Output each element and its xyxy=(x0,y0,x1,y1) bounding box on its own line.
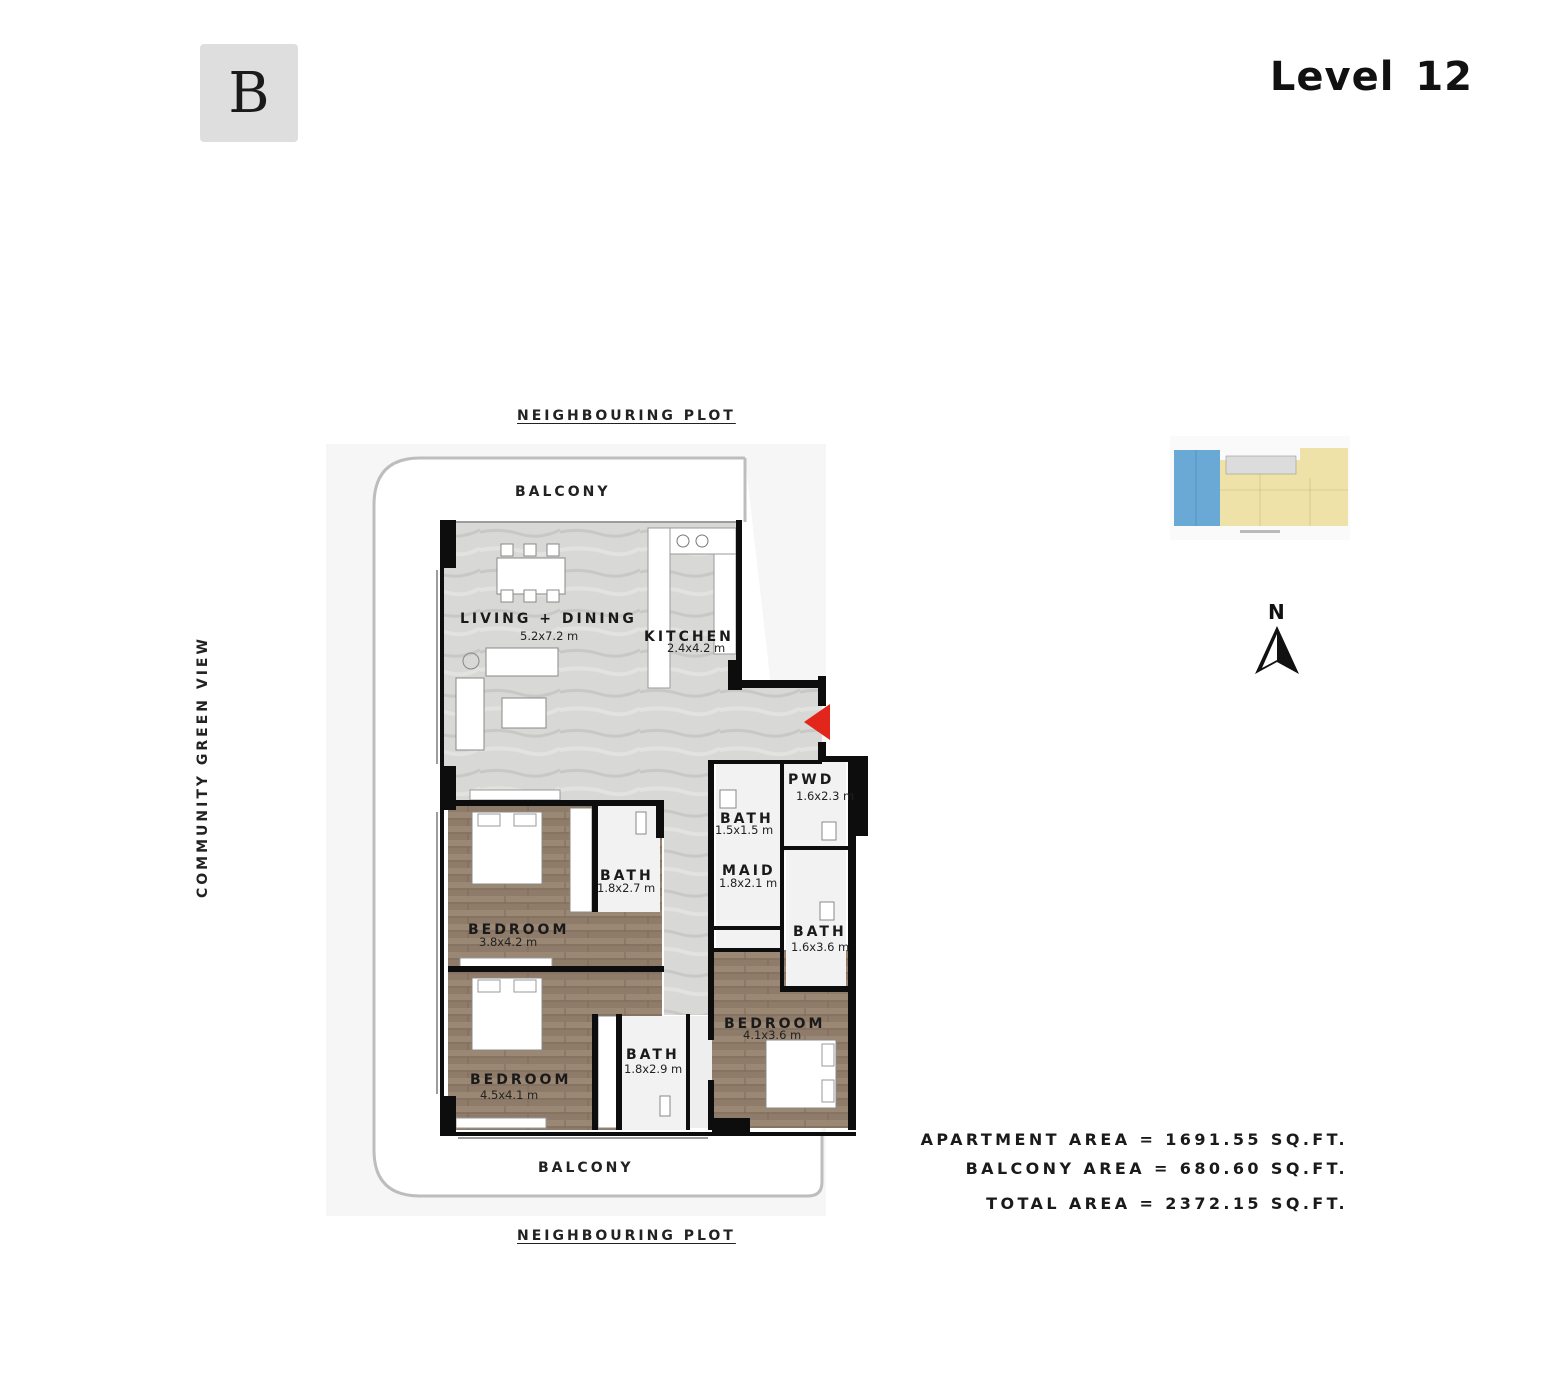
room-maid-dim: 1.8x2.1 m xyxy=(719,876,778,890)
room-pwd-dim: 1.6x2.3 m xyxy=(796,789,855,803)
label-neighbouring-plot-top: NEIGHBOURING PLOT xyxy=(517,408,736,424)
entry-marker-icon xyxy=(804,704,830,740)
label-neighbouring-plot-bottom: NEIGHBOURING PLOT xyxy=(517,1228,736,1244)
room-bath-2-name: BATH xyxy=(793,924,847,940)
key-plan-thumbnail xyxy=(1170,436,1350,540)
total-area: TOTAL AREA = 2372.15 SQ.FT. xyxy=(986,1194,1348,1213)
room-bath-1-name: BATH xyxy=(600,868,654,884)
room-bedroom-3-name: BEDROOM xyxy=(470,1072,572,1088)
balcony-area: BALCONY AREA = 680.60 SQ.FT. xyxy=(965,1159,1348,1178)
room-bedroom-2-name: BEDROOM xyxy=(724,1016,826,1032)
room-pwd-name: PWD xyxy=(788,772,835,788)
room-bath-maid-dim: 1.5x1.5 m xyxy=(715,823,774,837)
room-bath-maid-name: BATH xyxy=(720,811,774,827)
walls xyxy=(440,520,868,1136)
room-bath-3-name: BATH xyxy=(626,1047,680,1063)
room-living-name: LIVING + DINING xyxy=(460,611,637,627)
brand-logo-letter: B xyxy=(228,60,270,126)
room-kitchen-name: KITCHEN xyxy=(644,629,734,645)
room-bedroom-1-name: BEDROOM xyxy=(468,922,570,938)
room-maid-name: MAID xyxy=(722,863,776,879)
compass-north-label: N xyxy=(1268,600,1285,624)
balcony-bottom-label: BALCONY xyxy=(538,1160,634,1176)
level-title: Level 12 xyxy=(1269,54,1473,100)
room-bedroom-3-dim: 4.5x4.1 m xyxy=(480,1088,539,1102)
room-living-dim: 5.2x7.2 m xyxy=(520,629,579,643)
room-bedroom-1-dim: 3.8x4.2 m xyxy=(479,935,538,949)
room-bath-3-dim: 1.8x2.9 m xyxy=(624,1062,683,1076)
room-bath-2-dim: 1.6x3.6 m xyxy=(791,940,850,954)
room-kitchen-dim: 2.4x4.2 m xyxy=(667,641,726,655)
brand-logo: B xyxy=(200,44,298,142)
compass-arrow-icon xyxy=(1255,626,1299,674)
balcony-top-label: BALCONY xyxy=(515,484,611,500)
room-bedroom-2-dim: 4.1x3.6 m xyxy=(743,1028,802,1042)
room-bath-1-dim: 1.8x2.7 m xyxy=(597,881,656,895)
key-plan-highlight xyxy=(1174,450,1220,526)
apartment-area: APARTMENT AREA = 1691.55 SQ.FT. xyxy=(920,1130,1348,1149)
